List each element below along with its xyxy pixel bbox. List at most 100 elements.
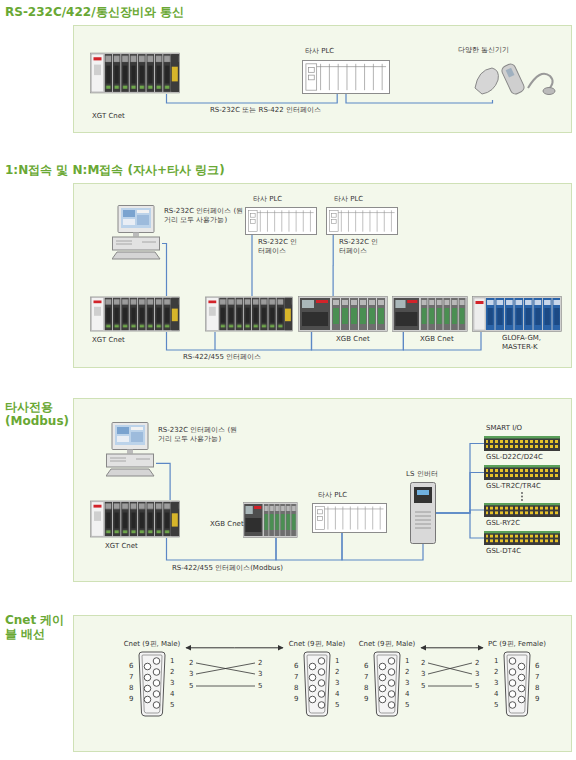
bus-line	[403, 332, 481, 350]
device-label: 타사 PLC	[334, 195, 363, 204]
device-label: RS-232C 인터페이스 (원거리 모두 사용가능)	[164, 207, 244, 224]
pin-number: 2	[475, 659, 479, 668]
pin-number: 7	[129, 673, 133, 682]
pin-number: 6	[535, 662, 539, 671]
pin-number: 9	[535, 695, 539, 704]
pin-number: 3	[335, 679, 339, 688]
section-heading: 1:N접속 및 N:M접속 (자사+타사 링크)	[5, 163, 225, 177]
pc-terminal	[112, 205, 162, 260]
db9-shape	[372, 651, 402, 717]
panel-ground	[73, 25, 572, 752]
device-label: LS 인버터	[406, 470, 438, 479]
pin-number: 6	[294, 662, 298, 671]
pin-number: 2	[494, 668, 498, 677]
plc-rack: XGB Cnet	[298, 296, 388, 332]
plc-box: 타사 PLC	[326, 207, 398, 235]
bus-line	[156, 463, 170, 500]
db9-connector: Cnet (9핀, Male)	[353, 640, 421, 718]
pin-number: 3	[258, 670, 262, 679]
bus-line	[167, 94, 338, 103]
device-label: GSL-D22C/D24C	[486, 453, 543, 462]
pin-number: 2	[189, 659, 193, 668]
bus-line	[167, 332, 312, 350]
pin-number: 8	[535, 684, 539, 693]
interface-label: RS-232C 인터페이스	[258, 238, 300, 255]
cable-arrow	[186, 647, 283, 648]
device-label: 타사 PLC	[253, 195, 282, 204]
device-label: GSL-RY2C	[486, 519, 520, 528]
smart-io-module: GSL-D22C/D24C	[484, 436, 560, 451]
bus-line	[436, 473, 484, 514]
pin-number: 8	[129, 684, 133, 693]
ellipsis-dots	[521, 492, 523, 501]
connector-title: PC (9핀, Female)	[483, 640, 551, 649]
pin-number: 3	[170, 679, 174, 688]
section-heading: Cnet 케이블 배선	[5, 613, 71, 641]
device-label: XGT Cnet	[92, 112, 125, 121]
edge-label: RS-232C 인터페이스	[339, 238, 381, 255]
plc-rack: GLOFA-GM, MASTER-K	[472, 296, 562, 332]
section-heading: RS-232C/422/통신장비와 통신	[5, 5, 184, 19]
pin-number: 2	[258, 659, 262, 668]
pin-number: 1	[170, 657, 174, 666]
pin-number: 5	[475, 682, 479, 691]
section-heading: 타사전용 (Modbus)	[5, 400, 71, 428]
pc-terminal: RS-232C 인터페이스 (원거리 모두 사용가능)	[106, 422, 156, 477]
pin-wire	[196, 663, 472, 686]
smart-io-module	[484, 465, 560, 480]
plc-slots	[327, 208, 397, 234]
comm-devices: 다양한 통신기기	[470, 58, 560, 100]
pin-number: 2	[405, 668, 409, 677]
pin-number: 5	[494, 701, 498, 710]
plc-rack	[90, 500, 180, 538]
pin-number: 7	[364, 673, 368, 682]
pin-number: 7	[294, 673, 298, 682]
plc-slots	[313, 504, 386, 532]
bus-line	[346, 94, 493, 103]
connector-title: Cnet (9핀, Male)	[118, 640, 186, 649]
pin-number: 4	[170, 690, 174, 699]
device-label: XGB Cnet	[210, 520, 244, 529]
bus-line	[333, 235, 334, 296]
plc-rack: XGT Cnet	[90, 500, 180, 538]
plc-box: 타사 PLC	[312, 503, 387, 533]
db9-connector: Cnet (9핀, Male)	[118, 640, 186, 718]
db9-shape	[502, 651, 532, 717]
pin-number: 8	[294, 684, 298, 693]
pin-number: 1	[405, 657, 409, 666]
plc-rack	[298, 296, 388, 332]
db9-shape	[302, 651, 332, 717]
edge-label: RS-232C 또는 RS-422 인터페이스	[210, 106, 321, 115]
pin-number: 5	[170, 701, 174, 710]
plc-rack	[90, 296, 180, 332]
plc-rack	[392, 296, 468, 332]
plc-box: 타사 PLC	[302, 60, 390, 94]
edge-label: RS-422/455 인터페이스	[183, 353, 261, 362]
db9-shape	[137, 651, 167, 717]
connector-title: Cnet (9핀, Male)	[283, 640, 351, 649]
pin-number: 5	[335, 701, 339, 710]
device-label: 다양한 통신기기	[458, 46, 509, 55]
plc-rack	[90, 52, 180, 94]
connector-title: Cnet (9핀, Male)	[353, 640, 421, 649]
device-label: XGB Cnet	[336, 335, 370, 344]
plc-rack: XGT Cnet	[90, 296, 180, 332]
pin-number: 1	[335, 657, 339, 666]
pin-number: 6	[129, 662, 133, 671]
plc-rack: XGT Cnet	[90, 52, 180, 94]
bus-line	[167, 538, 277, 560]
plc-rack: XGB Cnet	[243, 502, 298, 538]
plc-rack	[243, 502, 298, 538]
device-label: 타사 PLC	[318, 491, 347, 500]
pc-terminal	[106, 422, 156, 477]
pin-number: 4	[494, 690, 498, 699]
cable-arrow	[421, 647, 483, 648]
device-label: RS-232C 인터페이스 (원거리 모두 사용가능)	[158, 426, 238, 443]
bus-wire	[215, 235, 252, 350]
device-label: GLOFA-GM, MASTER-K	[502, 334, 560, 351]
device-label: XGB Cnet	[420, 335, 454, 344]
device-label: XGT Cnet	[105, 542, 138, 551]
db9-connector: Cnet (9핀, Male)	[283, 640, 351, 718]
device-label: XGT Cnet	[92, 336, 125, 345]
plc-box: 타사 PLC	[245, 207, 317, 235]
